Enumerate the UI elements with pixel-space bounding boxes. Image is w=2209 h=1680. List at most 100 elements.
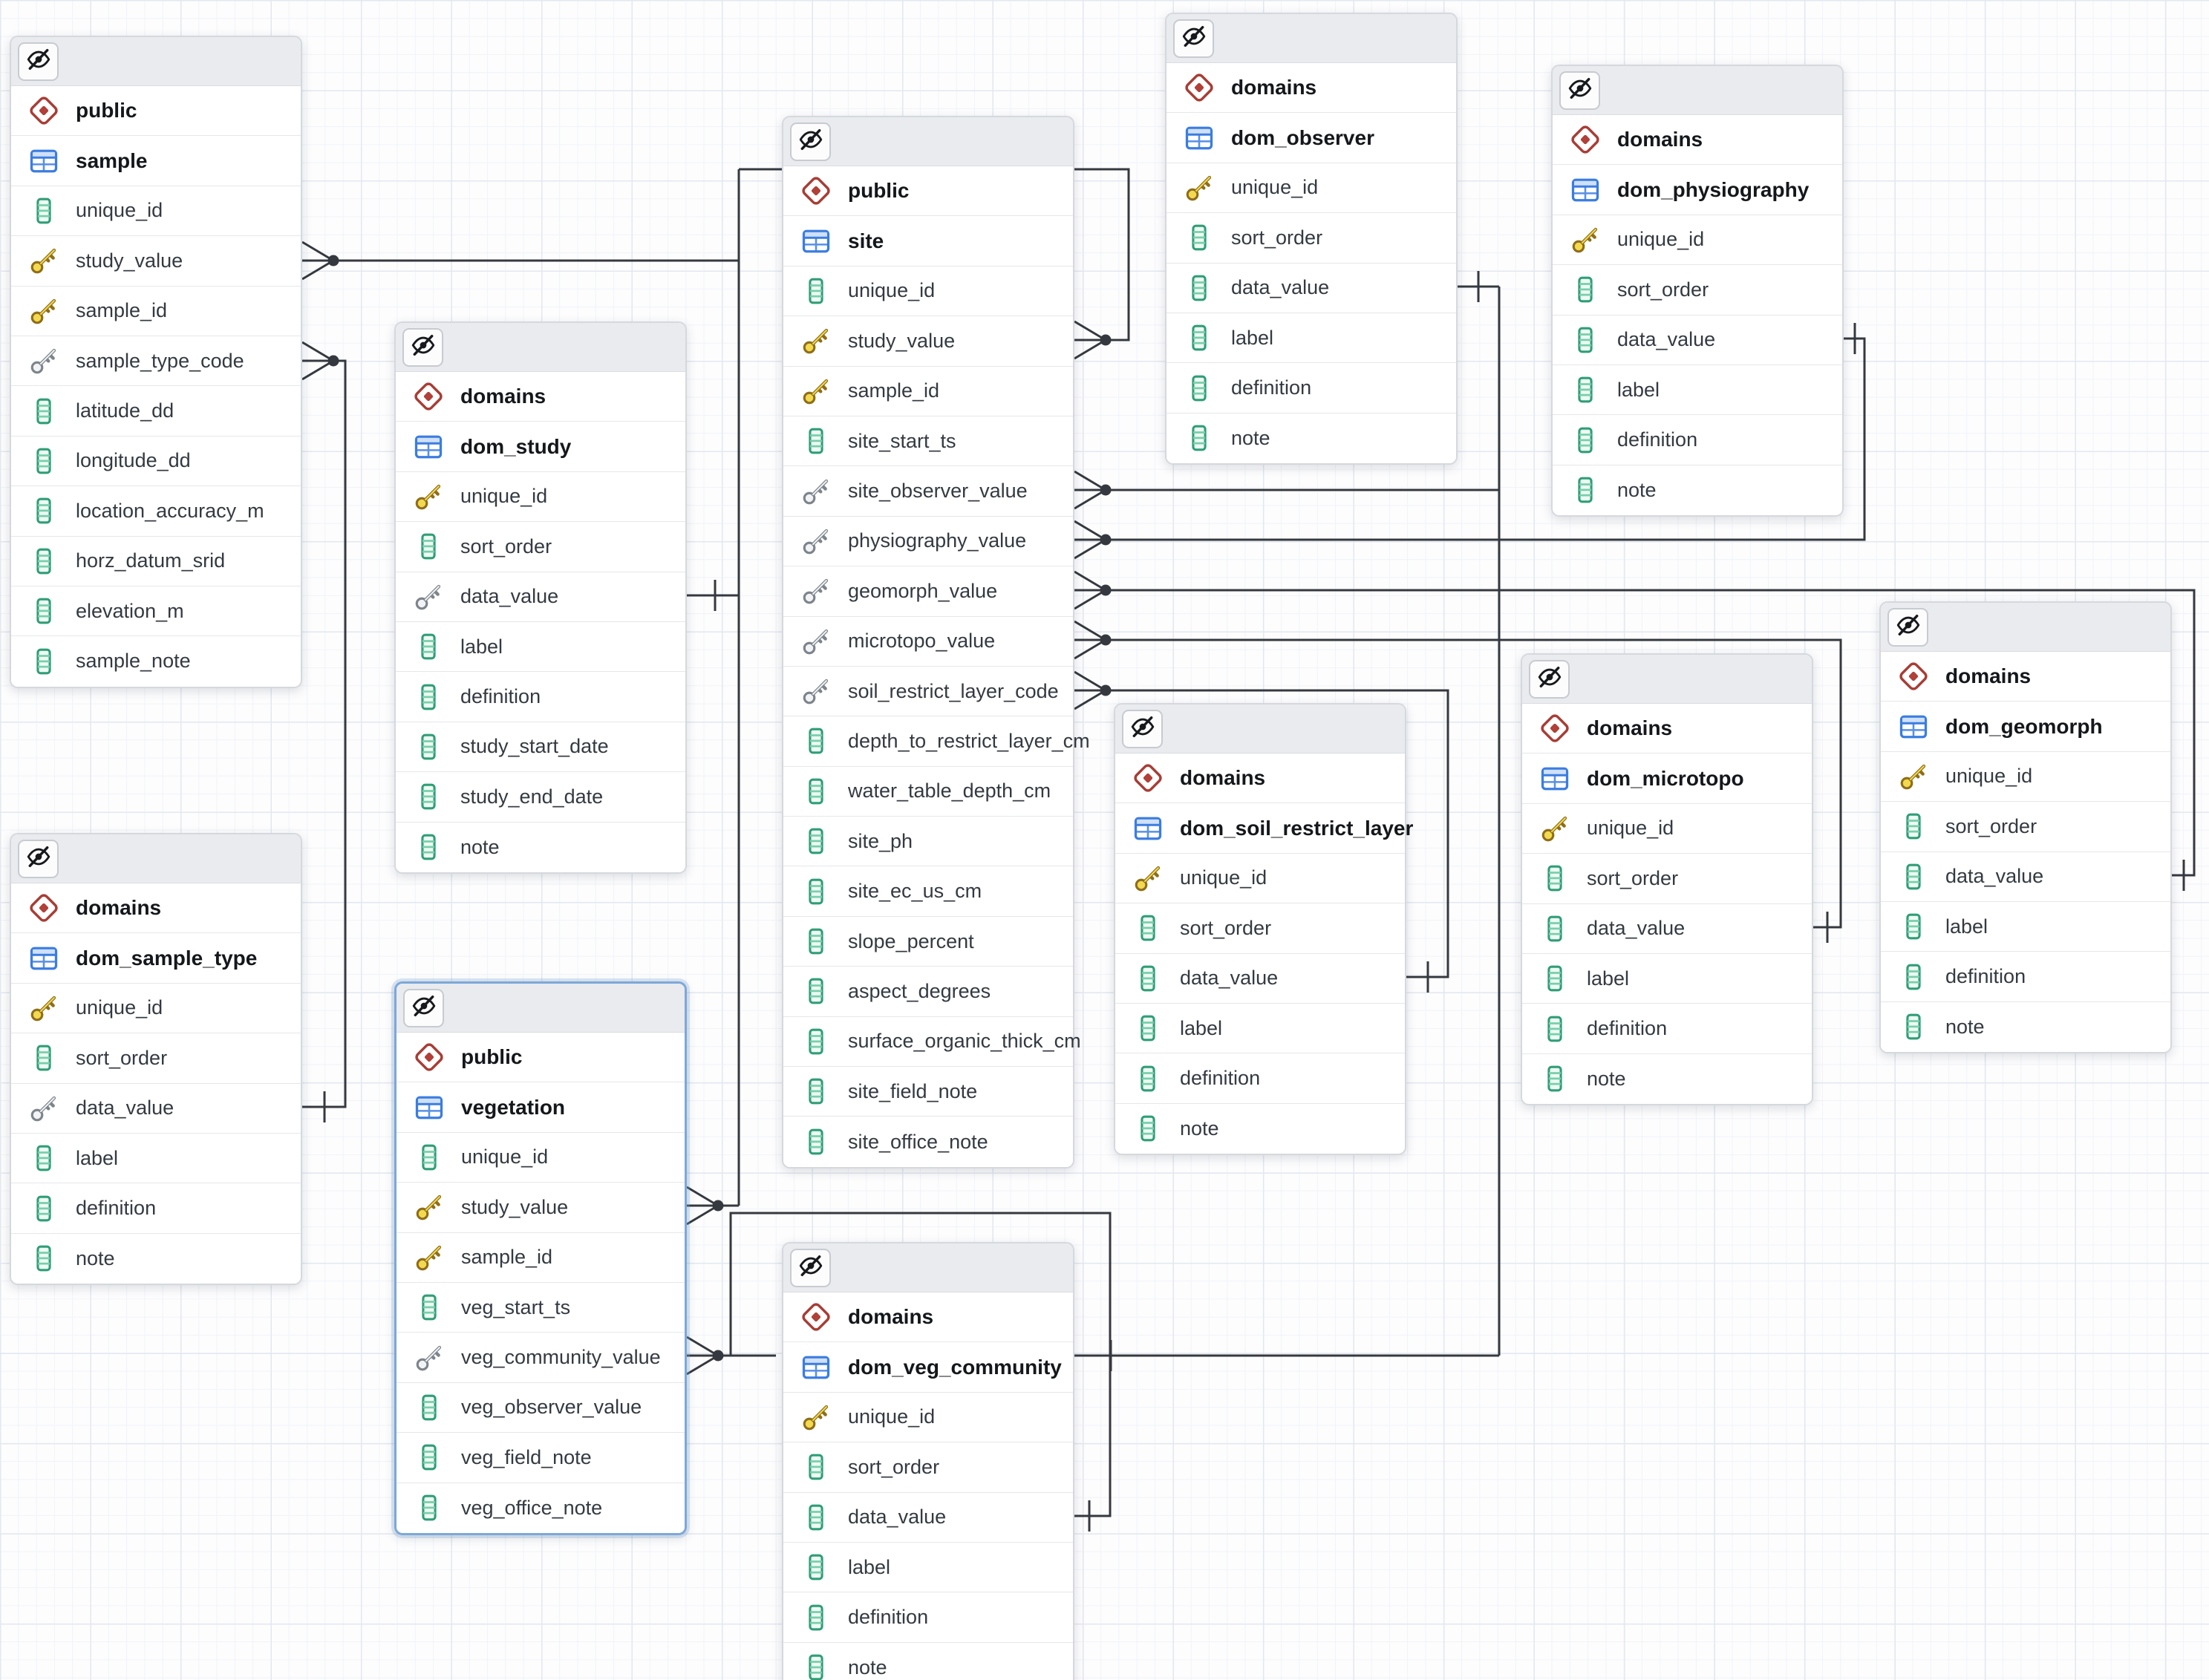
hide-table-button[interactable] bbox=[1173, 19, 1214, 58]
column-row-site-site_observer_value[interactable]: site_observer_value bbox=[783, 466, 1073, 517]
column-row-dom_physiography-note[interactable]: note bbox=[1553, 465, 1842, 516]
column-row-dom_study-unique_id[interactable]: unique_id bbox=[396, 471, 685, 523]
column-row-dom_sample_type-note[interactable]: note bbox=[11, 1233, 301, 1284]
column-row-dom_sample_type-unique_id[interactable]: unique_id bbox=[11, 983, 301, 1034]
name-row-vegetation-vegetation[interactable]: vegetation bbox=[397, 1082, 685, 1133]
column-row-dom_physiography-unique_id[interactable]: unique_id bbox=[1553, 215, 1842, 266]
name-row-dom_soil_restrict_layer-domains[interactable]: domains bbox=[1115, 754, 1405, 804]
column-row-site-site_ec_us_cm[interactable]: site_ec_us_cm bbox=[783, 866, 1073, 917]
name-row-dom_microtopo-domains[interactable]: domains bbox=[1522, 704, 1812, 754]
name-row-dom_physiography-domains[interactable]: domains bbox=[1553, 115, 1842, 166]
column-row-dom_study-sort_order[interactable]: sort_order bbox=[396, 522, 685, 572]
column-row-dom_veg_community-note[interactable]: note bbox=[783, 1642, 1073, 1680]
name-row-dom_geomorph-dom_geomorph[interactable]: dom_geomorph bbox=[1881, 702, 2170, 752]
column-row-site-study_value[interactable]: study_value bbox=[783, 316, 1073, 367]
column-row-vegetation-veg_observer_value[interactable]: veg_observer_value bbox=[397, 1382, 685, 1434]
column-row-dom_geomorph-definition[interactable]: definition bbox=[1881, 952, 2170, 1002]
name-row-dom_observer-domains[interactable]: domains bbox=[1167, 63, 1456, 114]
column-row-site-microtopo_value[interactable]: microtopo_value bbox=[783, 616, 1073, 667]
name-row-dom_sample_type-dom_sample_type[interactable]: dom_sample_type bbox=[11, 933, 301, 984]
column-row-dom_observer-sort_order[interactable]: sort_order bbox=[1167, 213, 1456, 264]
name-row-dom_microtopo-dom_microtopo[interactable]: dom_microtopo bbox=[1522, 754, 1812, 804]
name-row-dom_sample_type-domains[interactable]: domains bbox=[11, 883, 301, 934]
column-row-site-surface_organic_thick_cm[interactable]: surface_organic_thick_cm bbox=[783, 1016, 1081, 1068]
column-row-dom_veg_community-unique_id[interactable]: unique_id bbox=[783, 1392, 1073, 1443]
name-row-site-public[interactable]: public bbox=[783, 166, 1073, 217]
name-row-sample-public[interactable]: public bbox=[11, 86, 301, 137]
column-row-sample-latitude_dd[interactable]: latitude_dd bbox=[11, 386, 301, 437]
hide-table-button[interactable] bbox=[18, 42, 59, 81]
column-row-dom_study-study_end_date[interactable]: study_end_date bbox=[396, 772, 685, 823]
column-row-dom_geomorph-data_value[interactable]: data_value bbox=[1881, 852, 2170, 902]
column-row-sample-location_accuracy_m[interactable]: location_accuracy_m bbox=[11, 486, 301, 537]
column-row-dom_observer-unique_id[interactable]: unique_id bbox=[1167, 163, 1456, 214]
column-row-sample-sample_type_code[interactable]: sample_type_code bbox=[11, 336, 301, 387]
column-row-dom_sample_type-label[interactable]: label bbox=[11, 1133, 301, 1184]
column-row-dom_veg_community-label[interactable]: label bbox=[783, 1542, 1073, 1593]
column-row-dom_veg_community-sort_order[interactable]: sort_order bbox=[783, 1442, 1073, 1493]
name-row-site-site[interactable]: site bbox=[783, 216, 1073, 267]
column-row-vegetation-veg_community_value[interactable]: veg_community_value bbox=[397, 1333, 685, 1383]
column-row-vegetation-sample_id[interactable]: sample_id bbox=[397, 1232, 685, 1283]
column-row-dom_veg_community-data_value[interactable]: data_value bbox=[783, 1492, 1073, 1543]
name-row-sample-sample[interactable]: sample bbox=[11, 136, 301, 186]
hide-table-button[interactable] bbox=[403, 988, 444, 1027]
column-row-dom_observer-data_value[interactable]: data_value bbox=[1167, 263, 1456, 313]
relationship-line[interactable] bbox=[302, 359, 347, 1108]
hide-table-button[interactable] bbox=[1529, 659, 1570, 699]
column-row-sample-sample_note[interactable]: sample_note bbox=[11, 636, 301, 687]
column-row-site-slope_percent[interactable]: slope_percent bbox=[783, 916, 1073, 967]
column-row-sample-study_value[interactable]: study_value bbox=[11, 236, 301, 287]
column-row-dom_study-definition[interactable]: definition bbox=[396, 672, 685, 722]
name-row-dom_physiography-dom_physiography[interactable]: dom_physiography bbox=[1553, 165, 1842, 215]
column-row-dom_geomorph-label[interactable]: label bbox=[1881, 901, 2170, 952]
name-row-dom_geomorph-domains[interactable]: domains bbox=[1881, 652, 2170, 702]
column-row-site-site_office_note[interactable]: site_office_note bbox=[783, 1117, 1073, 1167]
column-row-dom_physiography-data_value[interactable]: data_value bbox=[1553, 315, 1842, 365]
column-row-dom_microtopo-unique_id[interactable]: unique_id bbox=[1522, 803, 1812, 854]
column-row-dom_microtopo-definition[interactable]: definition bbox=[1522, 1004, 1812, 1054]
column-row-sample-longitude_dd[interactable]: longitude_dd bbox=[11, 436, 301, 487]
hide-table-button[interactable] bbox=[18, 839, 59, 878]
column-row-dom_observer-definition[interactable]: definition bbox=[1167, 363, 1456, 414]
name-row-vegetation-public[interactable]: public bbox=[397, 1033, 685, 1083]
column-row-vegetation-unique_id[interactable]: unique_id bbox=[397, 1132, 685, 1183]
name-row-dom_observer-dom_observer[interactable]: dom_observer bbox=[1167, 113, 1456, 163]
column-row-dom_soil_restrict_layer-note[interactable]: note bbox=[1115, 1103, 1405, 1154]
name-row-dom_soil_restrict_layer-dom_soil_restrict_layer[interactable]: dom_soil_restrict_layer bbox=[1115, 803, 1413, 854]
column-row-dom_study-label[interactable]: label bbox=[396, 621, 685, 673]
column-row-sample-sample_id[interactable]: sample_id bbox=[11, 286, 301, 336]
column-row-site-site_field_note[interactable]: site_field_note bbox=[783, 1067, 1073, 1117]
column-row-vegetation-veg_office_note[interactable]: veg_office_note bbox=[397, 1483, 685, 1533]
hide-table-button[interactable] bbox=[402, 327, 443, 367]
column-row-dom_observer-note[interactable]: note bbox=[1167, 413, 1456, 464]
column-row-dom_microtopo-label[interactable]: label bbox=[1522, 953, 1812, 1004]
column-row-dom_study-note[interactable]: note bbox=[396, 822, 685, 872]
column-row-dom_physiography-label[interactable]: label bbox=[1553, 365, 1842, 416]
column-row-site-geomorph_value[interactable]: geomorph_value bbox=[783, 566, 1073, 617]
name-row-dom_veg_community-domains[interactable]: domains bbox=[783, 1292, 1073, 1343]
column-row-dom_study-data_value[interactable]: data_value bbox=[396, 572, 685, 622]
column-row-site-site_start_ts[interactable]: site_start_ts bbox=[783, 416, 1073, 467]
column-row-dom_microtopo-sort_order[interactable]: sort_order bbox=[1522, 854, 1812, 904]
name-row-dom_study-dom_study[interactable]: dom_study bbox=[396, 422, 685, 472]
name-row-dom_veg_community-dom_veg_community[interactable]: dom_veg_community bbox=[783, 1342, 1073, 1393]
name-row-dom_study-domains[interactable]: domains bbox=[396, 372, 685, 422]
column-row-site-sample_id[interactable]: sample_id bbox=[783, 366, 1073, 416]
column-row-site-unique_id[interactable]: unique_id bbox=[783, 266, 1073, 317]
column-row-dom_soil_restrict_layer-label[interactable]: label bbox=[1115, 1003, 1405, 1054]
column-row-dom_physiography-sort_order[interactable]: sort_order bbox=[1553, 265, 1842, 316]
column-row-vegetation-veg_field_note[interactable]: veg_field_note bbox=[397, 1433, 685, 1483]
hide-table-button[interactable] bbox=[1122, 709, 1163, 748]
column-row-site-depth_to_restrict_layer_cm[interactable]: depth_to_restrict_layer_cm bbox=[783, 716, 1090, 767]
column-row-dom_microtopo-note[interactable]: note bbox=[1522, 1053, 1812, 1105]
hide-table-button[interactable] bbox=[790, 122, 831, 161]
column-row-dom_sample_type-sort_order[interactable]: sort_order bbox=[11, 1033, 301, 1084]
